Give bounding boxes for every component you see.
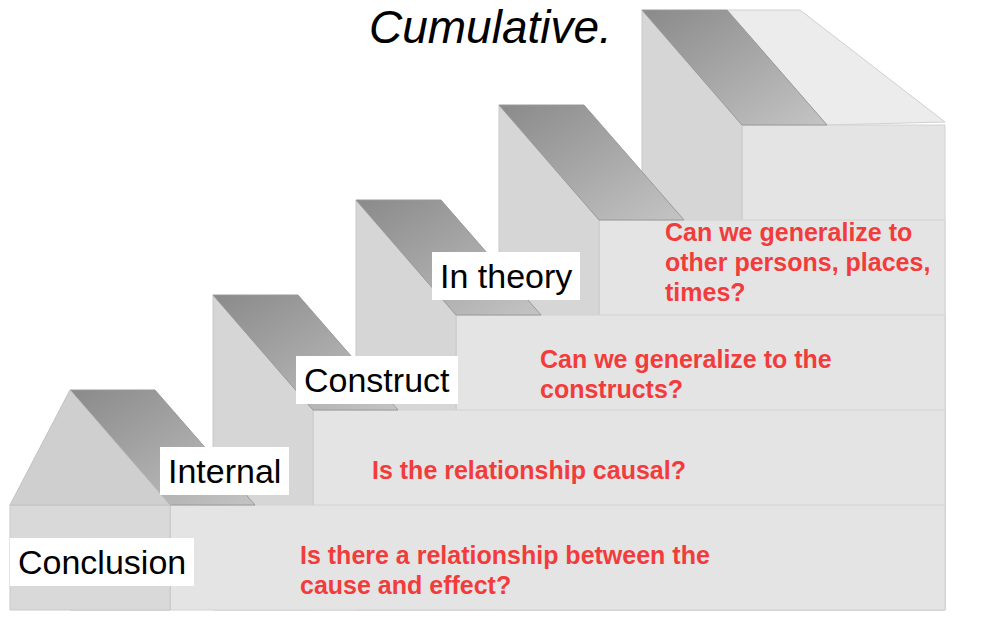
step-label-box: Conclusion xyxy=(10,538,194,586)
step-name: Internal xyxy=(168,451,281,491)
step-tread xyxy=(642,10,827,125)
step-label-box: Internal xyxy=(160,447,289,495)
validity-question: Is the relationship causal? xyxy=(372,455,686,485)
diagram-title: Cumulative. xyxy=(369,0,612,54)
step-tread xyxy=(499,105,684,220)
validity-question: Can we generalize to the constructs? xyxy=(540,344,840,404)
step-label-box: In theory xyxy=(432,252,580,300)
step-name: In theory xyxy=(440,256,572,296)
step-riser xyxy=(170,505,945,610)
step-name: Construct xyxy=(304,360,450,400)
step-base-side xyxy=(10,390,170,505)
validity-question: Is there a relationship between the caus… xyxy=(300,540,750,600)
validity-question: Can we generalize to other persons, plac… xyxy=(665,217,950,307)
step-label-box: Construct xyxy=(296,356,458,404)
step-name: Conclusion xyxy=(18,542,186,582)
